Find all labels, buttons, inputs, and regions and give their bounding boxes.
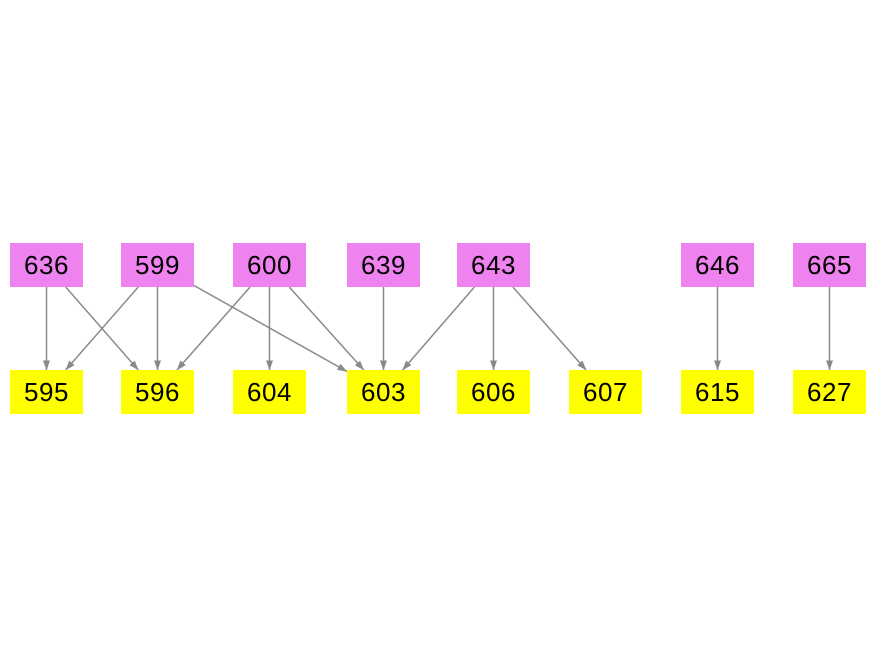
node-label: 639: [361, 250, 406, 280]
node-646: 646: [681, 243, 754, 287]
node-label: 646: [695, 250, 740, 280]
node-label: 599: [135, 250, 180, 280]
node-label: 606: [471, 377, 516, 407]
node-label: 604: [247, 377, 292, 407]
node-643: 643: [457, 243, 530, 287]
node-label: 600: [247, 250, 292, 280]
node-label: 643: [471, 250, 516, 280]
node-606: 606: [457, 370, 530, 414]
node-label: 627: [807, 377, 852, 407]
node-label: 603: [361, 377, 406, 407]
node-627: 627: [793, 370, 866, 414]
node-603: 603: [347, 370, 420, 414]
node-607: 607: [569, 370, 642, 414]
node-595: 595: [10, 370, 83, 414]
node-600: 600: [233, 243, 306, 287]
node-665: 665: [793, 243, 866, 287]
node-639: 639: [347, 243, 420, 287]
node-604: 604: [233, 370, 306, 414]
node-615: 615: [681, 370, 754, 414]
node-636: 636: [10, 243, 83, 287]
node-label: 665: [807, 250, 852, 280]
node-label: 596: [135, 377, 180, 407]
node-label: 636: [24, 250, 69, 280]
node-label: 615: [695, 377, 740, 407]
node-599: 599: [121, 243, 194, 287]
node-596: 596: [121, 370, 194, 414]
node-label: 607: [583, 377, 628, 407]
node-label: 595: [24, 377, 69, 407]
